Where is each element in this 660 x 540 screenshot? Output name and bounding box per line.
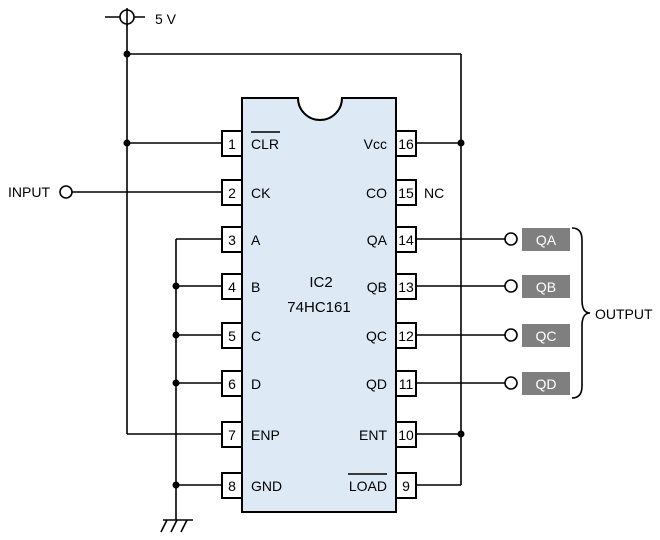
pin-label: C — [251, 328, 261, 344]
pin-box — [395, 226, 417, 253]
output-terminal — [504, 232, 518, 246]
pin-box — [221, 226, 243, 253]
junction-dot — [123, 50, 131, 58]
nc-label: NC — [424, 185, 444, 201]
chip-part: 74HC161 — [287, 299, 350, 316]
pin-box — [395, 179, 417, 206]
output-tag-label: QB — [536, 279, 556, 295]
pin-number: 14 — [398, 232, 414, 248]
pin-label: QC — [366, 328, 387, 344]
pin-label: B — [251, 279, 260, 295]
pin-number: 8 — [228, 478, 236, 494]
ground-wires — [175, 238, 222, 520]
pin-label: GND — [251, 478, 282, 494]
junction-dot — [172, 282, 180, 290]
pin-number: 4 — [228, 279, 236, 295]
pin-number: 16 — [398, 136, 414, 152]
pin-box — [395, 370, 417, 397]
pin-box — [221, 472, 243, 499]
junction-dot — [172, 379, 180, 387]
pin-label: A — [251, 232, 261, 248]
pin-number: 7 — [228, 427, 236, 443]
output-tag-label: QC — [536, 328, 557, 344]
pin-box — [395, 472, 417, 499]
supply-label: 5 V — [155, 11, 177, 27]
pin-box — [395, 273, 417, 300]
output-tag — [522, 372, 570, 395]
pin-number: 1 — [228, 136, 236, 152]
output-wires — [416, 238, 505, 384]
pin-box — [395, 322, 417, 349]
pin-label: CLR — [251, 136, 279, 152]
pin-number: 3 — [228, 232, 236, 248]
pin-label: LOAD — [349, 478, 387, 494]
pin-box — [221, 130, 243, 157]
output-terminal — [504, 279, 518, 293]
pin-number: 5 — [228, 328, 236, 344]
pin-box — [221, 273, 243, 300]
pin-label: QB — [367, 279, 387, 295]
pin-number: 2 — [228, 185, 236, 201]
junction-dot — [457, 139, 465, 147]
pin-number: 15 — [398, 185, 414, 201]
ic-body — [241, 97, 397, 513]
pin-label: Vcc — [364, 136, 387, 152]
pin-label: ENP — [251, 427, 280, 443]
junction-dot — [123, 139, 131, 147]
output-label: OUTPUT — [595, 306, 653, 322]
pin-label: CO — [366, 185, 387, 201]
junction-dot — [172, 331, 180, 339]
pin-number: 10 — [398, 427, 414, 443]
input-terminal — [59, 185, 73, 199]
output-tag-label: QD — [536, 376, 557, 392]
supply-wires — [126, 24, 462, 486]
output-tag-label: QA — [536, 232, 557, 248]
pin-label: QD — [366, 376, 387, 392]
pin-number: 12 — [398, 328, 414, 344]
left-pins: 1 CLR 2 CK 3 A 4 B 5 C 6 D 7 ENP 8 GND — [221, 130, 282, 499]
pin-number: 13 — [398, 279, 414, 295]
pin-number: 6 — [228, 376, 236, 392]
output-tag — [522, 228, 570, 251]
pin-number: 11 — [399, 376, 414, 392]
right-pins: 16 Vcc 15 CO 14 QA 13 QB 12 QC 11 QD 10 … — [348, 130, 417, 499]
output-terminal — [504, 376, 518, 390]
pin-number: 9 — [402, 478, 410, 494]
pin-box — [221, 322, 243, 349]
pin-box — [221, 370, 243, 397]
output-tag — [522, 324, 570, 347]
supply-terminal — [105, 8, 145, 26]
ground-icon — [160, 519, 193, 533]
pin-label: CK — [251, 185, 271, 201]
pin-label: ENT — [359, 427, 387, 443]
pin-label: D — [251, 376, 261, 392]
input-label: INPUT — [8, 184, 50, 200]
pin-label: QA — [367, 232, 388, 248]
pin-box — [221, 421, 243, 448]
chip-name: IC2 — [309, 274, 332, 291]
pin-box — [395, 421, 417, 448]
output-tag — [522, 275, 570, 298]
pin-box — [395, 130, 417, 157]
junction-dot — [172, 481, 180, 489]
output-terminal — [504, 328, 518, 342]
output-brace — [571, 227, 591, 399]
pin-box — [221, 179, 243, 206]
junction-dot — [457, 430, 465, 438]
